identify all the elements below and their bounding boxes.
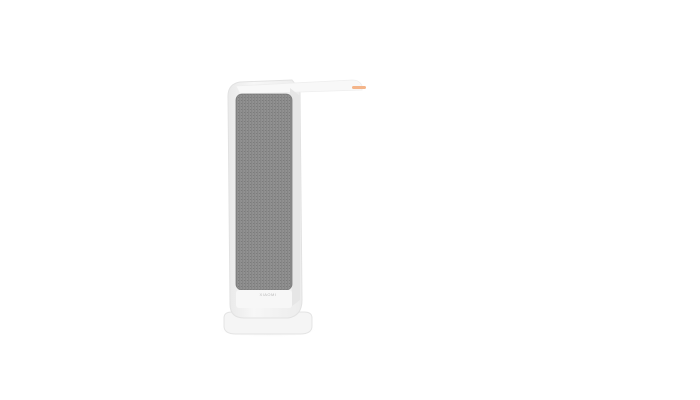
lower-panel: [236, 290, 292, 308]
heater-grille: [236, 94, 292, 290]
indicator-light: [352, 86, 366, 89]
top-cap: [235, 79, 363, 95]
side-panel: [290, 88, 300, 306]
brand-logo-text: XIAOMI: [259, 292, 277, 297]
